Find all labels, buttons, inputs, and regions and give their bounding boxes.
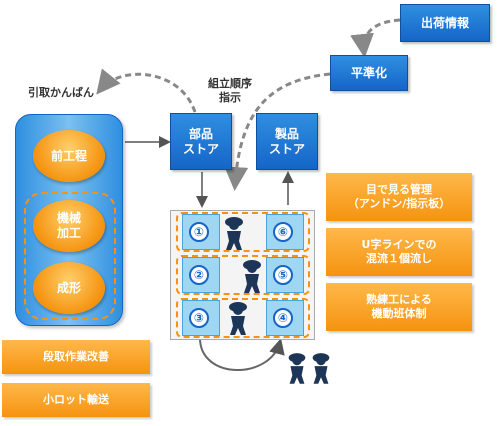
machining-circle: 機械 加工 [33,200,105,252]
row-group-1 [176,212,310,252]
assembly-order-label: 組立順序 指示 [208,77,252,104]
improvement-u-line: U字ラインでの 混流１個流し [326,228,472,276]
leveling-box: 平準化 [330,55,408,91]
cell-number-5: ⑤ [273,265,293,285]
cell-number-1: ① [189,222,209,242]
shipping-info-label: 出荷情報 [420,15,469,30]
product-store-label: 製品 ストア [268,126,305,156]
leveling-label: 平準化 [350,65,387,80]
process-dashed-group [24,192,116,320]
improvement-small-lot: 小ロット輸送 [2,383,150,417]
machining-label: 機械 加工 [56,211,81,240]
improvement-skilled-team: 熟練工による 機動班体制 [326,283,472,331]
forming-label: 成形 [56,280,81,295]
forming-circle: 成形 [33,262,105,314]
worker-icon [243,260,261,293]
improvement-setup: 段取作業改善 [2,340,150,374]
worker-icon [229,302,247,335]
arrow-u-return [199,337,285,371]
arrow-leveling-to-cell [224,72,331,191]
shipping-info-box: 出荷情報 [400,4,490,42]
arrow-shipping-to-leveling [350,18,401,58]
improvement-visual-control: 目で見る管理 （アンドン/指示板） [326,173,472,221]
product-store-box: 製品 ストア [256,113,318,170]
withdrawal-kanban-label: 引取かんばん [28,86,94,99]
worker-icon [225,217,243,250]
cell-number-4: ④ [273,308,293,328]
parts-store-label: 部品 ストア [182,126,219,156]
front-process-circle: 前工程 [33,130,105,182]
front-process-label: 前工程 [50,148,87,163]
arrow-withdrawal-kanban [96,68,197,113]
cell-number-2: ② [189,265,209,285]
worker-icon [288,353,306,384]
row-group-3 [176,298,310,338]
row-group-2 [176,255,310,295]
cell-number-6: ⑥ [273,222,293,242]
parts-store-box: 部品 ストア [170,113,232,170]
cell-number-3: ③ [189,308,209,328]
worker-icon [312,353,330,384]
